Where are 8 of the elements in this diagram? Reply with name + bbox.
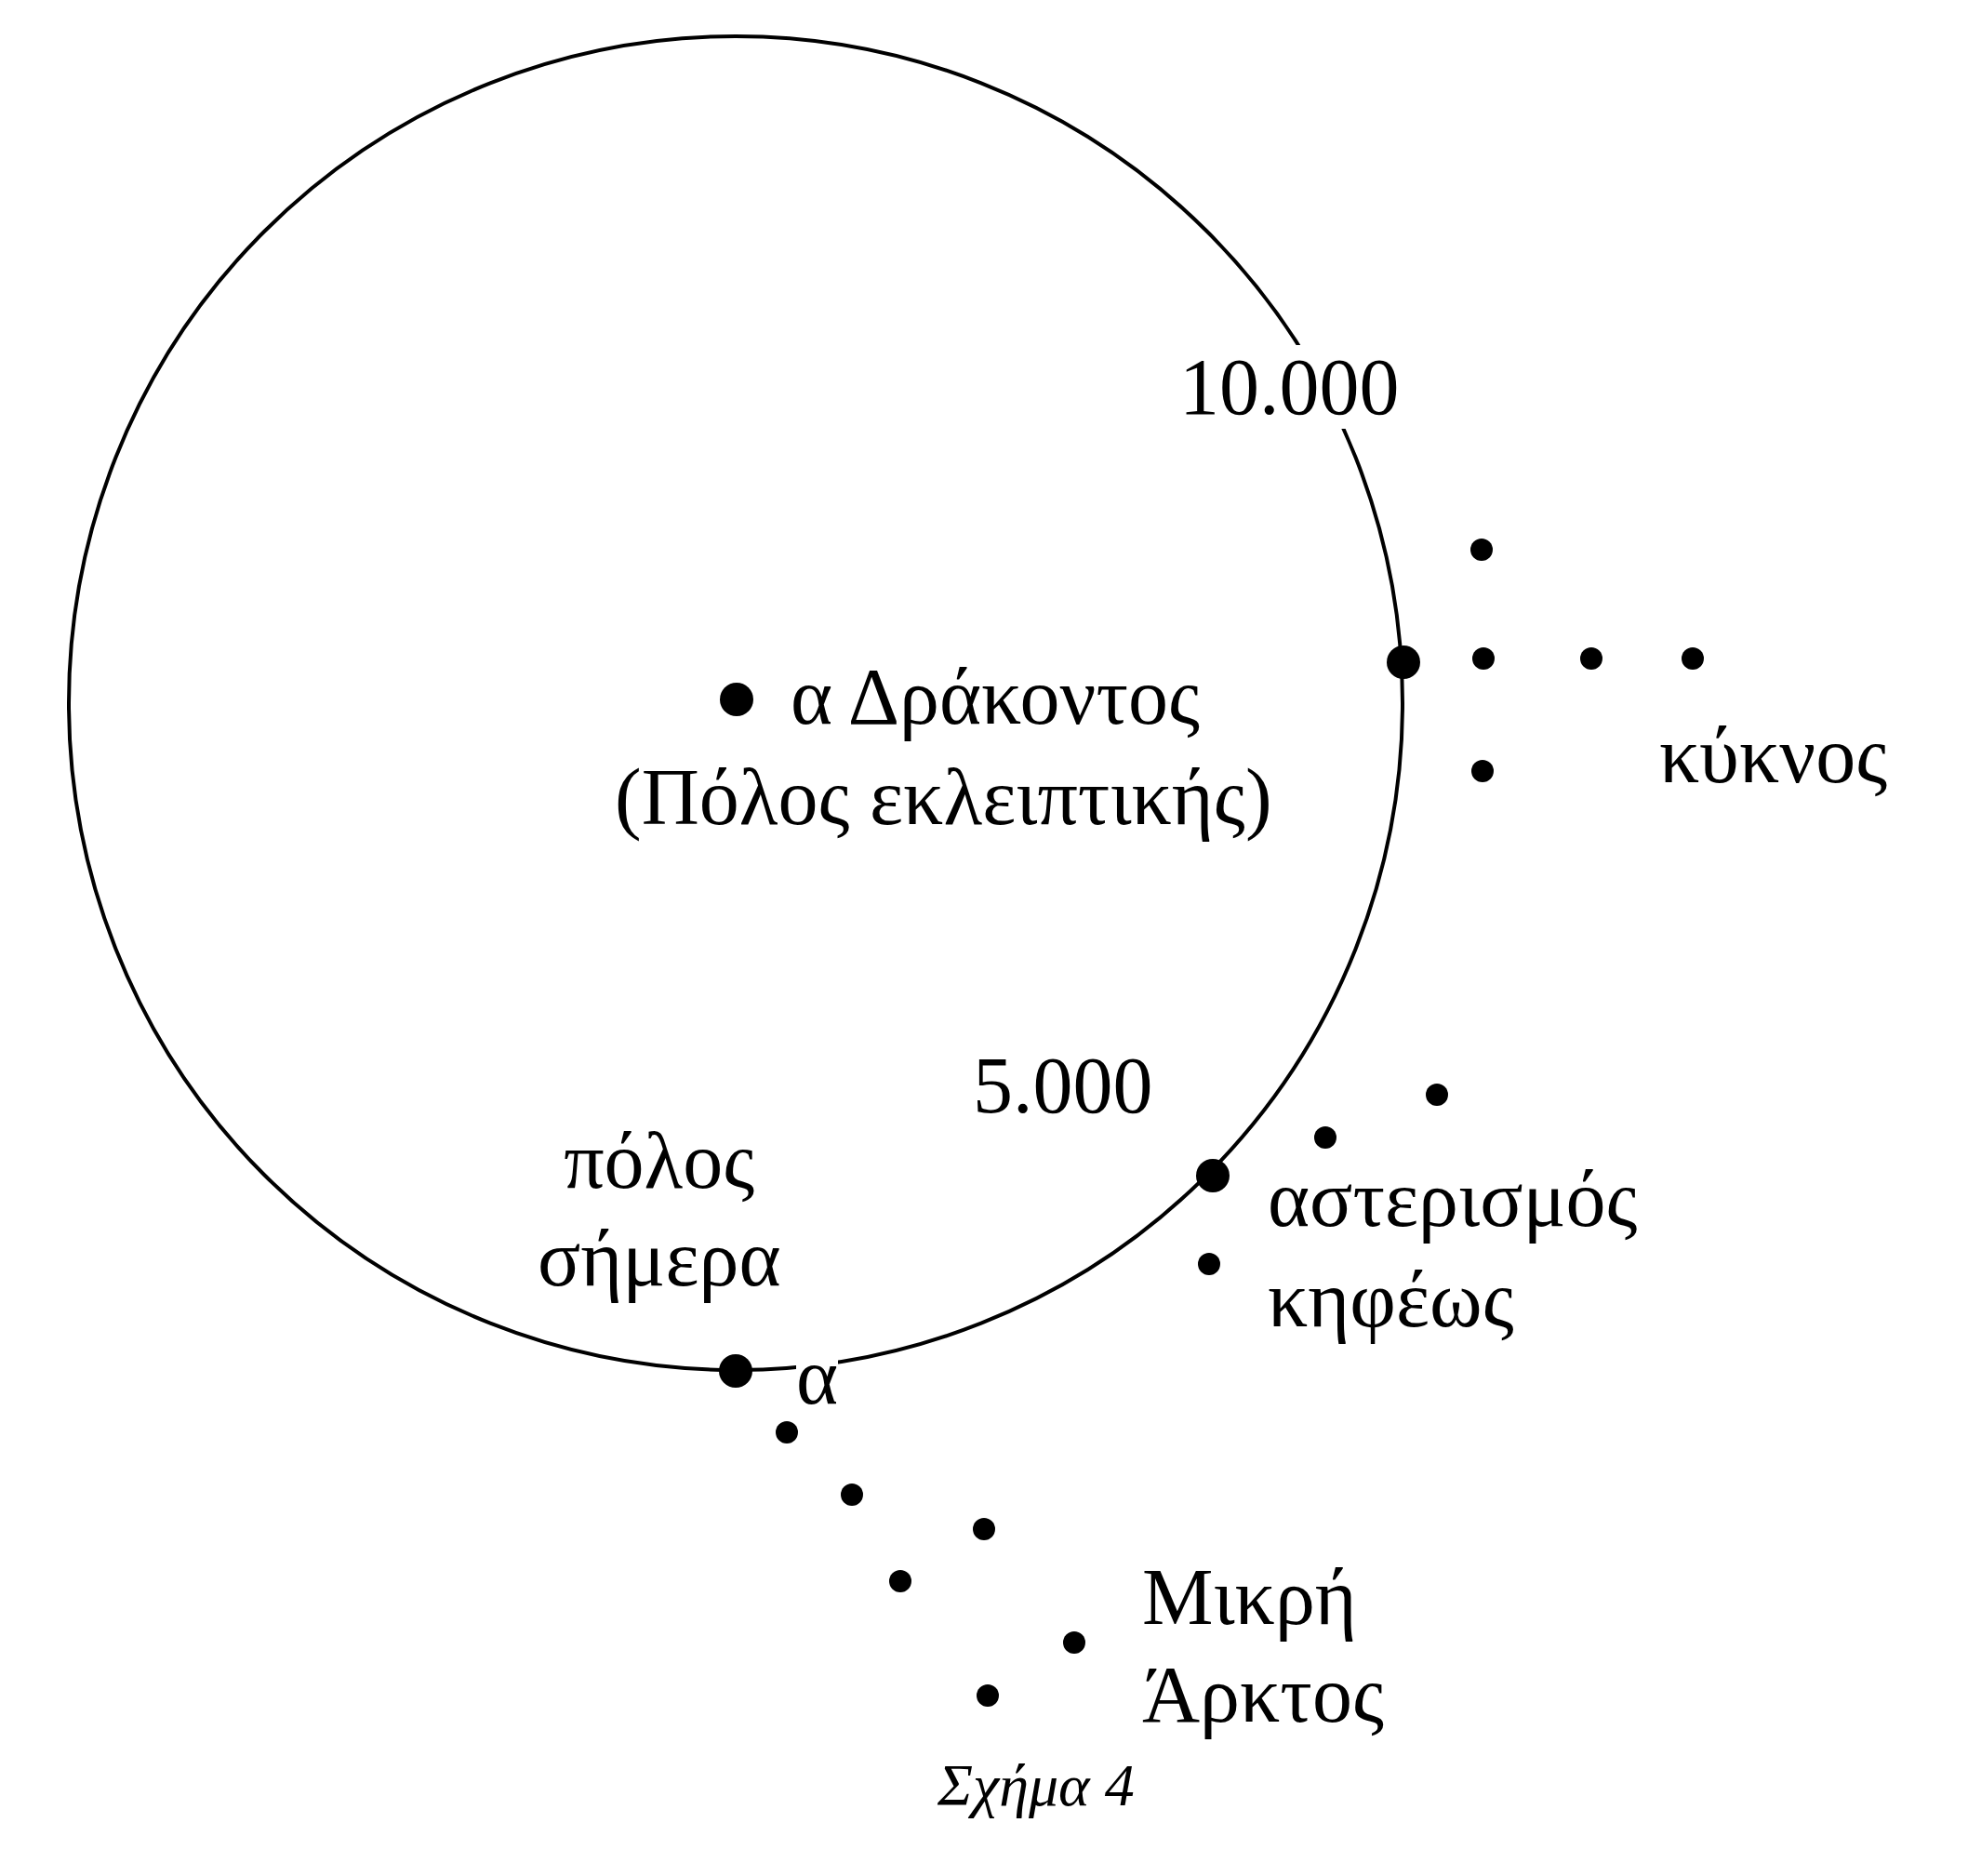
constellation-label: αστερισμός κηφέως [1268, 1153, 1638, 1346]
constellation-label: κύκνος [1659, 710, 1888, 802]
constellation-label: Μικρή Άρκτος [1142, 1550, 1384, 1741]
star-label: (Πόλος εκλειπτικής) [615, 752, 1272, 844]
pole-label: πόλος σήμερα [538, 1114, 781, 1305]
star-label: α Δράκοντος [791, 651, 1201, 743]
year-label: 5.000 [973, 1040, 1153, 1132]
figure-caption: Σχήμα 4 [937, 1751, 1135, 1820]
